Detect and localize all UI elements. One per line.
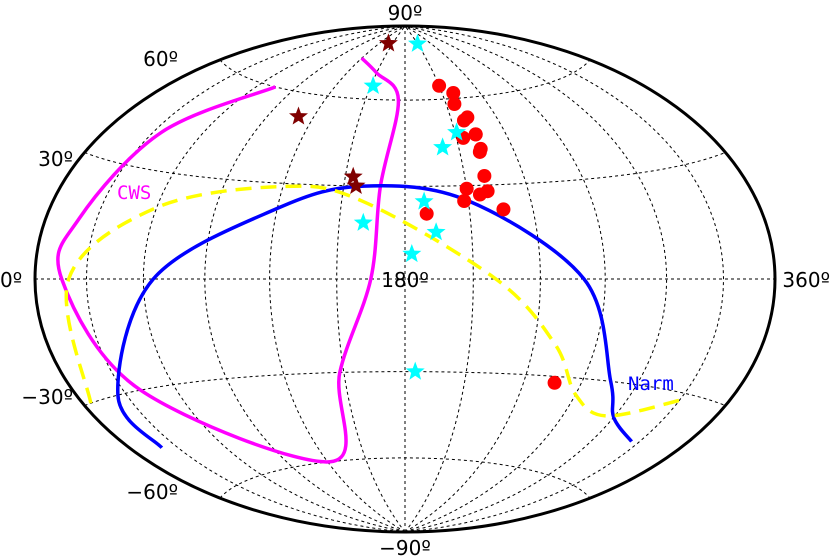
lat-tick-label: −60º [126, 480, 178, 504]
lat-tick-label: 60º [143, 47, 178, 71]
curve-cws [56, 56, 401, 464]
red-point [473, 141, 488, 156]
darkred-star [346, 175, 366, 194]
curve-label-narm: Narm [628, 373, 674, 395]
red-point [456, 113, 471, 128]
red-point [547, 375, 562, 390]
grid-meridian [404, 25, 725, 533]
darkred-star [289, 106, 308, 125]
grid-meridian [142, 25, 406, 533]
curve-dashed [64, 184, 680, 418]
lat-tick-label: −30º [21, 385, 73, 409]
curve-narm [116, 183, 634, 450]
red-point [496, 202, 511, 217]
cyan-star [363, 75, 383, 94]
curve-label-cws: CWS [117, 182, 151, 204]
red-point [419, 206, 434, 221]
map-outline [33, 24, 777, 534]
lon-tick-label: 0º [0, 268, 22, 292]
red-point [459, 181, 474, 196]
red-point [477, 168, 492, 183]
cyan-star [405, 361, 425, 380]
grid-meridian [404, 25, 668, 533]
grid-meridian [85, 25, 406, 533]
red-point [432, 78, 447, 93]
lon-tick-label: 180º [381, 268, 429, 292]
cyan-star [426, 222, 446, 241]
markers [289, 33, 562, 390]
lat-tick-label: 30º [38, 147, 73, 171]
darkred-star [343, 166, 363, 185]
red-point [457, 194, 472, 209]
cyan-star [447, 122, 467, 141]
cyan-star [433, 137, 453, 156]
red-point [447, 97, 462, 112]
darkred-star [378, 33, 398, 52]
cyan-star [402, 244, 422, 263]
cyan-star [414, 191, 434, 210]
red-point [480, 184, 495, 199]
lat-tick-label: −90º [379, 536, 431, 559]
lat-tick-label: 90º [388, 1, 423, 25]
red-point [446, 86, 461, 101]
cyan-star [353, 212, 373, 231]
curves [56, 56, 680, 464]
cyan-star [408, 33, 427, 52]
red-point [468, 127, 483, 142]
lon-tick-label: 360º [782, 268, 830, 292]
